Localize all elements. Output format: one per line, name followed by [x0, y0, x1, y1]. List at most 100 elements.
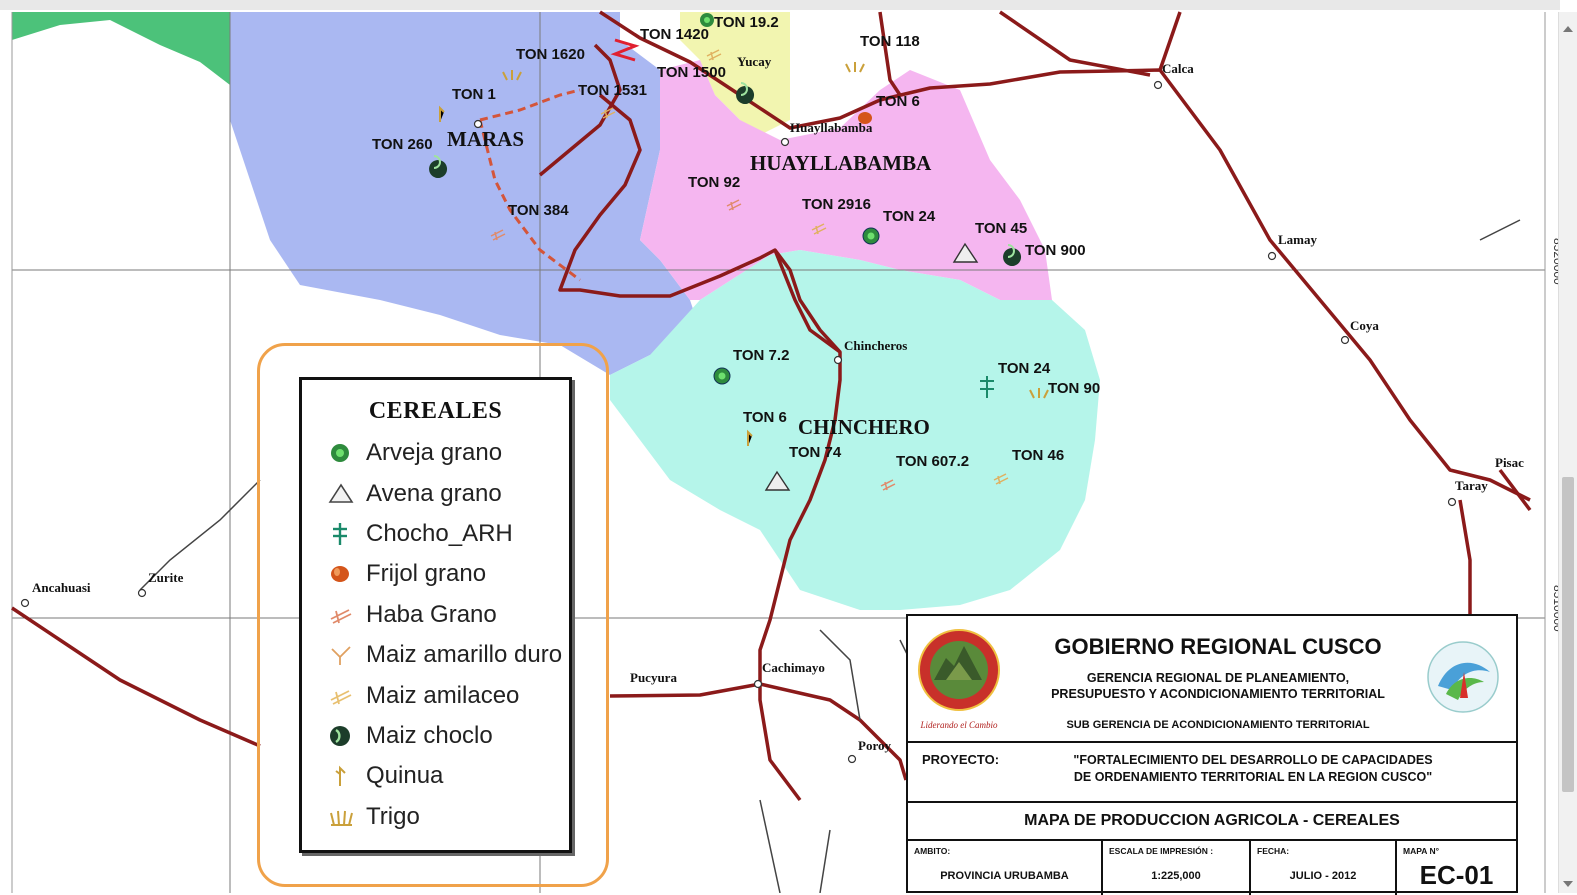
legend-label: Maiz amilaceo: [366, 681, 520, 709]
maiz-amarillo-icon: [328, 642, 362, 668]
maras-district: [230, 12, 700, 375]
haba-icon: [490, 229, 506, 241]
town-label-ancahuasi: Ancahuasi: [32, 580, 91, 595]
escala-cell: ESCALA DE IMPRESIÓN : 1:225,000: [1103, 841, 1251, 895]
town-markers: [20, 80, 1457, 764]
legend-item: Arveja grano: [328, 433, 569, 473]
town-label-cachimayo: Cachimayo: [762, 660, 825, 675]
avena-icon: [328, 481, 362, 507]
quinua-icon: [747, 429, 753, 446]
chinchero-district: [610, 250, 1100, 610]
production-label: TON 1620: [516, 46, 585, 63]
scrollbar-thumb[interactable]: [1562, 477, 1574, 792]
district-label-maras: MARAS: [447, 127, 524, 151]
title-block-footer: AMBITO: PROVINCIA URUBAMBA ESCALA DE IMP…: [908, 841, 1516, 895]
organization-department: GERENCIA REGIONAL DE PLANEAMIENTO, PRESU…: [1008, 670, 1428, 702]
district-label-huayllabamba: HUAYLLABAMBA: [750, 151, 932, 175]
rail-line: [478, 88, 581, 282]
legend-label: Frijol grano: [366, 560, 487, 588]
department-line: PRESUPUESTO Y ACONDICIONAMIENTO TERRITOR…: [1051, 687, 1385, 701]
scroll-up-arrow-icon[interactable]: [1563, 26, 1573, 32]
production-label: TON 24: [883, 208, 936, 225]
escala-value: 1:225,000: [1151, 870, 1201, 882]
department-line: GERENCIA REGIONAL DE PLANEAMIENTO,: [1086, 671, 1350, 685]
legend-label: Trigo: [366, 802, 420, 830]
arveja-icon: [328, 440, 362, 466]
production-label: TON 46: [1012, 447, 1064, 464]
production-label: TON 24: [998, 360, 1051, 377]
map-title-section: MAPA DE PRODUCCION AGRICOLA - CEREALES: [908, 803, 1516, 841]
legend-label: Maiz amarillo duro: [366, 641, 563, 669]
ambito-value: PROVINCIA URUBAMBA: [940, 870, 1069, 882]
production-label: TON 92: [688, 174, 740, 191]
trigo-icon: [328, 804, 362, 830]
project-line: "FORTALECIMIENTO DEL DESARROLLO DE CAPAC…: [1073, 753, 1433, 767]
arveja-icon: [862, 227, 880, 245]
fecha-cell: FECHA: JULIO - 2012: [1251, 841, 1397, 895]
frijol-icon: [858, 112, 872, 124]
title-block-header: Liderando el Cambio GOBIERNO REGIONAL CU…: [908, 616, 1516, 743]
fecha-label: FECHA:: [1257, 846, 1290, 856]
maiz-choclo-icon: [328, 723, 362, 749]
legend-item: Frijol grano: [328, 554, 569, 594]
frijol-icon: [328, 561, 362, 587]
legend: CEREALES Arveja grano Avena grano Chocho…: [299, 377, 572, 853]
map-title: MAPA DE PRODUCCION AGRICOLA - CEREALES: [1024, 812, 1400, 829]
haba-icon: [880, 479, 896, 491]
legend-item: Maiz amilaceo: [328, 675, 569, 715]
maiz-amilaceo-icon: [706, 49, 722, 61]
green-region: [12, 12, 230, 85]
organization-name: GOBIERNO REGIONAL CUSCO: [1054, 634, 1382, 659]
legend-item: Chocho_ARH: [328, 514, 569, 554]
production-label: TON 74: [789, 444, 842, 461]
maiz-amilaceo-icon: [600, 107, 616, 119]
town-label-poroy: Poroy: [858, 738, 891, 753]
production-label: TON 1531: [578, 82, 647, 99]
production-label: TON 900: [1025, 242, 1086, 259]
huayllabamba-district: [640, 60, 1052, 300]
quinua-icon: [328, 763, 362, 789]
maiz-amilaceo-icon: [811, 223, 827, 235]
legend-label: Quinua: [366, 762, 444, 790]
town-label-calca: Calca: [1162, 61, 1194, 76]
escala-label: ESCALA DE IMPRESIÓN :: [1109, 846, 1214, 856]
gobierno-regional-seal-logo: [918, 629, 1000, 711]
project-label: PROYECTO:: [922, 752, 1000, 767]
trigo-icon: [502, 70, 522, 81]
ambito-cell: AMBITO: PROVINCIA URUBAMBA: [908, 841, 1103, 895]
town-cluster-marker: [610, 38, 640, 62]
legend-label: Avena grano: [366, 479, 502, 507]
trigo-icon: [845, 62, 865, 73]
production-label: TON 384: [508, 202, 569, 219]
legend-item: Maiz choclo: [328, 716, 569, 756]
ambito-label: AMBITO:: [914, 846, 951, 856]
production-label: TON 2916: [802, 196, 871, 213]
legend-label: Chocho_ARH: [366, 519, 513, 547]
chocho-icon: [328, 521, 362, 547]
production-label: TON 19.2: [714, 14, 779, 31]
scroll-down-arrow-icon[interactable]: [1563, 881, 1573, 887]
legend-highlight: [257, 343, 609, 887]
maiz-amilaceo-icon: [993, 473, 1009, 485]
production-label: TON 1500: [657, 64, 726, 81]
logo-slogan: Liderando el Cambio: [920, 720, 998, 730]
arveja-icon: [713, 367, 731, 385]
town-label-huayllabamba: Huayllabamba: [790, 120, 873, 135]
production-label: TON 7.2: [733, 347, 789, 364]
yucay-area: [680, 12, 790, 135]
chocho-icon: [980, 376, 994, 398]
title-block: Liderando el Cambio GOBIERNO REGIONAL CU…: [906, 614, 1518, 895]
production-label: TON 1: [452, 86, 496, 103]
production-label: TON 6: [876, 93, 920, 110]
legend-item: Quinua: [328, 756, 569, 796]
production-label: TON 90: [1048, 380, 1100, 397]
vertical-scrollbar[interactable]: [1558, 12, 1577, 893]
avena-icon: [764, 470, 791, 491]
fecha-value: JULIO - 2012: [1289, 870, 1357, 882]
legend-item: Maiz amarillo duro: [328, 635, 569, 675]
maiz-choclo-icon: [1003, 244, 1022, 266]
town-label-pucyura: Pucyura: [630, 670, 677, 685]
sub-department: SUB GERENCIA DE ACONDICIONAMIENTO TERRIT…: [1066, 719, 1370, 731]
project-line: DE ORDENAMIENTO TERRITORIAL EN LA REGION…: [1073, 770, 1433, 784]
